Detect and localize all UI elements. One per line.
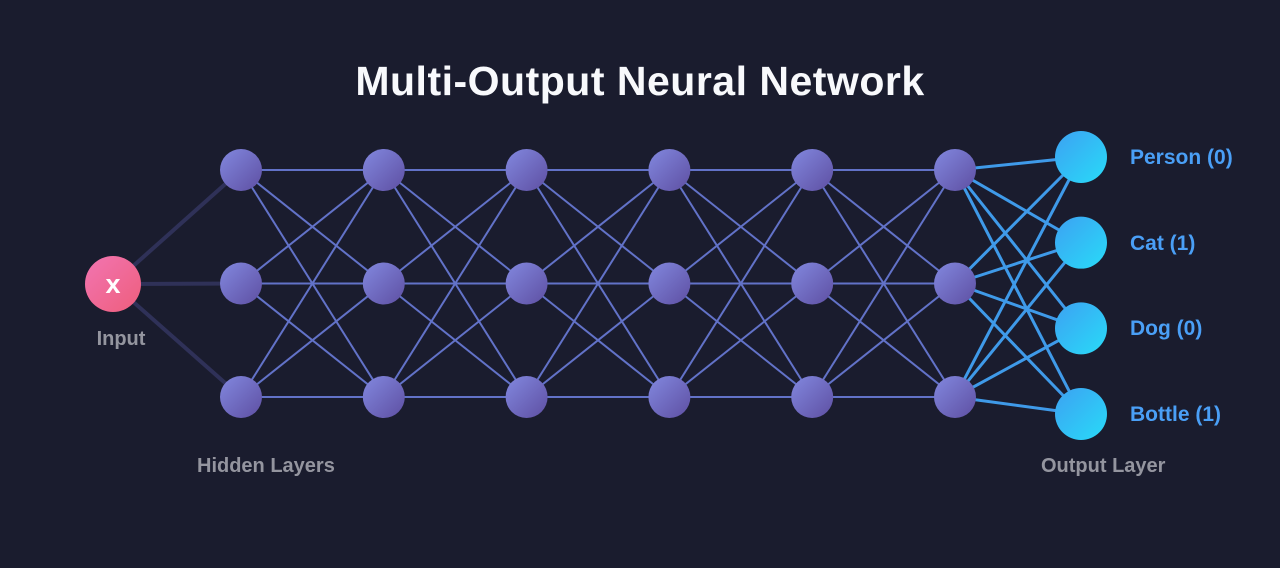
hidden-edge	[525, 169, 671, 285]
hidden-node	[791, 149, 834, 191]
hidden-node	[648, 376, 691, 418]
output-node	[1055, 388, 1107, 440]
hidden-edge	[525, 282, 671, 398]
hidden-node	[791, 376, 834, 418]
hidden-node	[362, 262, 405, 305]
hidden-node	[791, 262, 834, 305]
hidden-edge	[668, 282, 813, 398]
input-node-symbol: x	[105, 269, 120, 299]
output-edge	[953, 169, 1083, 415]
hidden-edge	[668, 169, 814, 398]
hidden-edge	[811, 282, 956, 398]
hidden-edge	[668, 169, 813, 285]
output-neuron-label: Bottle (1)	[1130, 403, 1221, 426]
hidden-node	[505, 376, 548, 418]
hidden-layers-label: Hidden Layers	[197, 455, 335, 477]
hidden-edge	[811, 169, 956, 398]
output-neuron-label: Dog (0)	[1130, 317, 1203, 341]
hidden-node	[934, 149, 976, 191]
hidden-edge	[240, 169, 385, 398]
input-label: Input	[96, 328, 146, 350]
output-edge	[953, 155, 1083, 285]
hidden-node	[362, 376, 405, 418]
hidden-node	[220, 149, 262, 191]
input-node	[85, 256, 141, 312]
hidden-edge	[383, 282, 528, 398]
output-node	[1055, 131, 1107, 183]
hidden-edge	[240, 282, 385, 398]
hidden-node	[648, 149, 691, 191]
input-edge	[111, 168, 243, 286]
hidden-node	[505, 262, 548, 305]
hidden-edge	[382, 169, 528, 398]
diagram-title: Multi-Output Neural Network	[355, 58, 925, 104]
hidden-node	[220, 262, 262, 305]
output-edge	[953, 169, 1083, 330]
output-edge	[953, 241, 1083, 398]
output-neuron-label: Person (0)	[1130, 146, 1233, 169]
output-neuron-label: Cat (1)	[1130, 231, 1196, 255]
hidden-node	[362, 149, 405, 191]
input-edge	[111, 282, 243, 399]
output-node	[1055, 216, 1107, 269]
output-layer-label: Output Layer	[1041, 455, 1166, 477]
hidden-node	[934, 262, 976, 305]
hidden-node	[648, 262, 691, 305]
hidden-node	[934, 376, 976, 418]
hidden-edge	[525, 169, 671, 398]
output-edge	[953, 282, 1083, 416]
output-edge	[953, 156, 1083, 398]
hidden-edge	[811, 169, 956, 285]
hidden-edge	[240, 169, 385, 285]
hidden-edge	[383, 169, 528, 285]
hidden-node	[505, 149, 548, 191]
hidden-node	[220, 376, 262, 418]
output-node	[1055, 302, 1107, 355]
